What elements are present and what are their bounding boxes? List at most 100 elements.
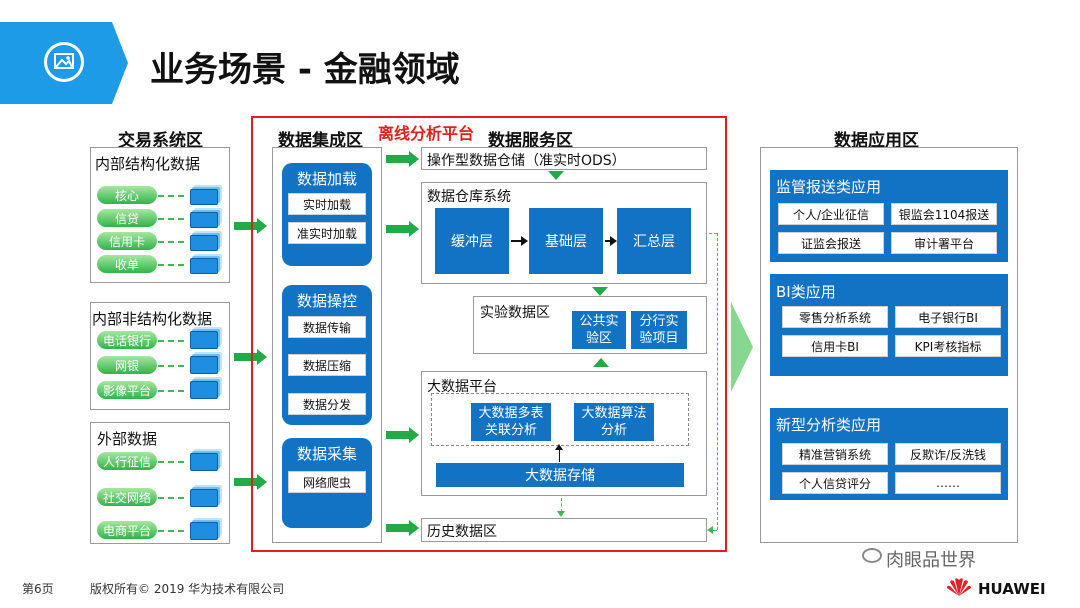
right-arrow (605, 236, 617, 246)
structured-data-title: 内部结构化数据 (95, 155, 201, 173)
dashed-feedback-head (707, 526, 713, 534)
personal-enterprise-credit: 个人/企业征信 (778, 203, 884, 225)
offline-platform-frame (251, 116, 727, 552)
new-analysis-title: 新型分析类应用 (776, 416, 882, 434)
right-arrow (511, 236, 528, 246)
realtime-load: 实时加载 (288, 193, 366, 215)
multi-table-analysis: 大数据多表 关联分析 (471, 403, 551, 441)
data-compression: 数据压缩 (288, 354, 366, 376)
ods-label: 操作型数据仓储（准实时ODS） (427, 153, 626, 169)
database-icon (190, 258, 218, 274)
dashed-connector (158, 530, 184, 532)
dashed-connector (158, 241, 184, 243)
source-core: 核心 (97, 186, 157, 204)
personal-credit-score: 个人信贷评分 (782, 472, 888, 494)
branch-lab-box: 分行实 验项目 (631, 311, 687, 349)
source-credit: 信贷 (97, 209, 157, 227)
dashed-feedback-line (709, 233, 717, 234)
bigdata-storage: 大数据存储 (436, 463, 684, 487)
database-icon (190, 189, 218, 205)
apps-zone-title: 数据应用区 (834, 131, 919, 151)
flow-arrow (386, 427, 419, 443)
external-data-title: 外部数据 (97, 430, 158, 448)
more-apps: …… (895, 472, 1001, 494)
dashed-connector (158, 218, 184, 220)
dashed-connector (158, 264, 184, 266)
document-stack-icon (190, 381, 218, 399)
flow-arrow (386, 221, 419, 237)
integration-zone-title: 数据集成区 (278, 131, 363, 151)
retail-analysis-system: 零售分析系统 (782, 306, 888, 328)
dashed-connector (158, 340, 184, 342)
dashed-connector (158, 365, 184, 367)
huawei-logo-icon (946, 576, 972, 598)
document-stack-icon (190, 453, 218, 471)
header-banner-chevron (112, 22, 128, 104)
source-acquiring: 收单 (97, 255, 157, 273)
data-distribution: 数据分发 (288, 393, 366, 415)
web-crawler: 网络爬虫 (288, 471, 366, 493)
public-lab-box: 公共实 验区 (572, 311, 626, 349)
audit-platform: 审计署平台 (891, 232, 997, 254)
offline-platform-title: 离线分析平台 (378, 124, 475, 143)
near-realtime-load: 准实时加载 (288, 222, 366, 244)
dashed-connector (158, 461, 184, 463)
source-social-network: 社交网络 (97, 488, 157, 506)
dashed-feedback-line (717, 233, 718, 530)
base-layer: 基础层 (529, 208, 603, 274)
up-arrow-line (559, 449, 560, 462)
up-arrow-head (555, 444, 563, 450)
precision-marketing: 精准营销系统 (782, 443, 888, 465)
up-arrow (593, 358, 609, 367)
document-stack-icon (190, 489, 218, 507)
database-icon (190, 235, 218, 251)
data-transfer: 数据传输 (288, 316, 366, 338)
source-image-platform: 影像平台 (97, 381, 157, 399)
document-stack-icon (190, 331, 218, 349)
bi-title: BI类应用 (776, 283, 836, 301)
service-zone-title: 数据服务区 (488, 131, 573, 151)
history-box (421, 518, 707, 542)
big-flow-arrow (731, 302, 753, 392)
algorithm-analysis: 大数据算法 分析 (574, 403, 654, 441)
csrc-report: 证监会报送 (778, 232, 884, 254)
kpi-metrics: KPI考核指标 (895, 335, 1001, 357)
history-label: 历史数据区 (427, 524, 497, 540)
dashed-connector (158, 390, 184, 392)
anti-fraud-aml: 反欺诈/反洗钱 (895, 443, 1001, 465)
page-number: 第6页 (22, 582, 54, 596)
flow-arrow (234, 218, 267, 234)
page-title: 业务场景 - 金融领域 (150, 50, 460, 90)
lab-title: 实验数据区 (480, 305, 550, 321)
dashed-down-head (557, 511, 565, 517)
summary-layer: 汇总层 (617, 208, 691, 274)
copyright: 版权所有© 2019 华为技术有限公司 (90, 582, 285, 596)
down-arrow (592, 287, 608, 296)
dashed-feedback-line (712, 530, 717, 531)
data-load-title: 数据加载 (296, 170, 357, 188)
flow-arrow (234, 349, 267, 365)
trading-zone-title: 交易系统区 (118, 131, 203, 151)
cbrc-1104-report: 银监会1104报送 (891, 203, 997, 225)
ebank-bi: 电子银行BI (895, 306, 1001, 328)
unstructured-data-title: 内部非结构化数据 (92, 310, 213, 328)
flow-arrow (386, 520, 419, 536)
source-ecommerce: 电商平台 (97, 521, 157, 539)
document-stack-icon (190, 356, 218, 374)
bigdata-title: 大数据平台 (427, 379, 497, 395)
source-phone-banking: 电话银行 (97, 331, 157, 349)
warehouse-title: 数据仓库系统 (427, 189, 511, 205)
database-icon (190, 212, 218, 228)
flow-arrow (386, 151, 419, 167)
ods-box (421, 147, 707, 170)
data-collect-title: 数据采集 (296, 445, 357, 463)
down-arrow (548, 171, 564, 180)
source-online-banking: 网银 (97, 356, 157, 374)
source-credit-card: 信用卡 (97, 232, 157, 250)
data-ops-title: 数据操控 (296, 292, 357, 310)
brand-name: HUAWEI (978, 580, 1046, 598)
watermark: 肉眼品世界 (886, 550, 976, 571)
flow-arrow (234, 474, 267, 490)
credit-card-bi: 信用卡BI (782, 335, 888, 357)
dashed-connector (158, 497, 184, 499)
